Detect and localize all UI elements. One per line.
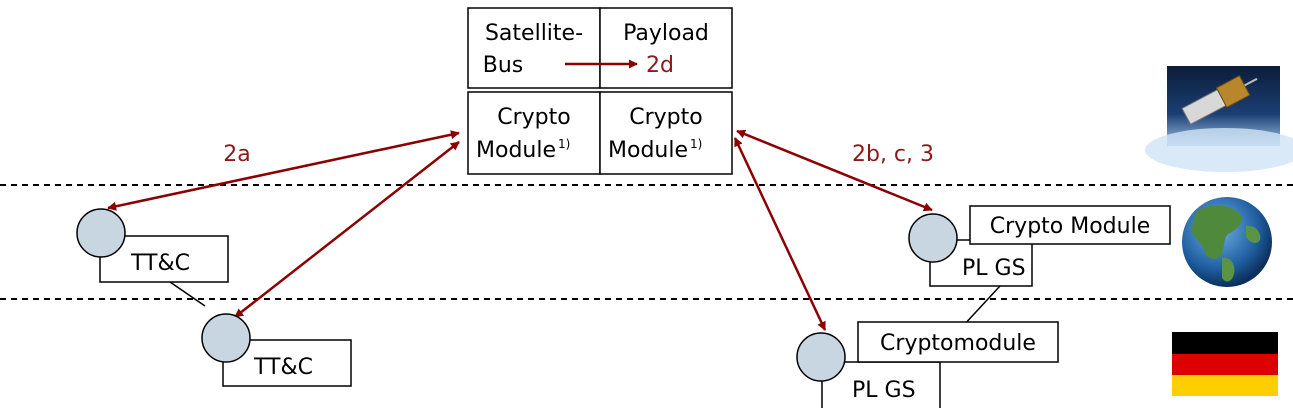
crypto-left-label-line2: Module — [476, 138, 556, 163]
ttc-connector-line — [169, 281, 206, 307]
ttc-upper-antenna-node — [76, 208, 126, 258]
crypto-module-right-box — [599, 91, 733, 175]
cryptomodule-lower-label: Cryptomodule — [880, 331, 1036, 356]
crypto-right-label-line1: Crypto — [629, 105, 702, 130]
plgs-lower-antenna-node — [796, 332, 846, 382]
link-2d-label: 2d — [646, 53, 674, 78]
payload-label: Payload — [623, 21, 709, 46]
cryptomodule-lower-box — [857, 321, 1059, 363]
arrow-crypto-to-ttc-lower — [234, 141, 460, 318]
satellite-block — [467, 7, 733, 175]
satellite-bus-label-line1: Satellite- — [485, 21, 583, 46]
crypto-module-left-box — [467, 91, 601, 175]
ttc-station-lower: TT&C — [201, 313, 352, 387]
link-2a-label: 2a — [223, 142, 250, 167]
satellite-image-icon — [1145, 66, 1293, 172]
plgs-upper-label: PL GS — [962, 256, 1026, 281]
crypto-left-footnote: 1) — [558, 137, 570, 151]
arrow-crypto-to-ttc-upper — [107, 130, 460, 211]
ttc-station-upper: TT&C — [76, 208, 229, 283]
ttc-lower-label: TT&C — [253, 355, 313, 380]
link-2bc3-label: 2b, c, 3 — [852, 142, 934, 167]
ttc-upper-label: TT&C — [130, 251, 190, 276]
satellite-bus-box — [467, 7, 601, 89]
crypto-module-upper-box — [969, 205, 1171, 245]
crypto-module-upper-label: Crypto Module — [990, 214, 1150, 239]
ttc-lower-antenna-node — [201, 313, 251, 363]
crypto-left-label-line1: Crypto — [497, 105, 570, 130]
plgs-upper-antenna-node — [908, 213, 958, 263]
plgs-station-lower: Cryptomodule PL GS — [796, 321, 1059, 408]
plgs-station-upper: Crypto Module PL GS — [908, 205, 1171, 287]
crypto-right-footnote: 1) — [690, 137, 702, 151]
plgs-lower-label: PL GS — [852, 378, 916, 403]
satellite-bus-label-line2: Bus — [483, 53, 524, 78]
globe-icon — [1182, 197, 1272, 287]
arrow-crypto-to-plgs-lower — [733, 137, 827, 331]
payload-box — [599, 7, 733, 89]
crypto-right-label-line2: Module — [608, 138, 688, 163]
germany-flag-icon — [1172, 332, 1278, 396]
